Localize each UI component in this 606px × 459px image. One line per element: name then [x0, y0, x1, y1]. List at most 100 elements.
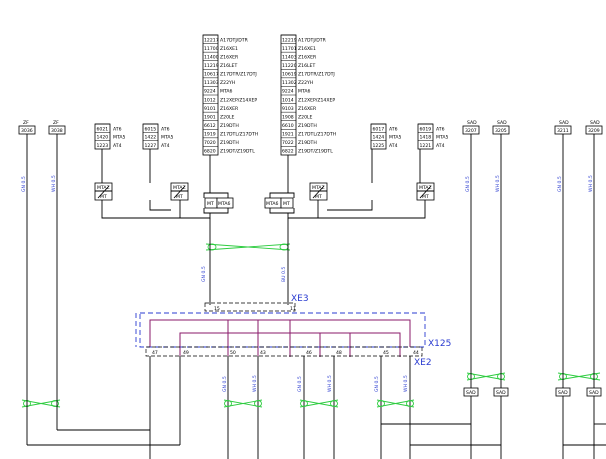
small-num: 1424 [373, 135, 385, 141]
stack-code: Z19DTH [298, 140, 317, 146]
top-wire-label-3: GN 0.5 [465, 176, 471, 192]
relay-4-label-top: MTAZ [419, 185, 432, 191]
relay-1-label-bottom: MT [100, 194, 107, 200]
bus-right [287, 200, 426, 219]
small-code: MTA5 [436, 135, 449, 141]
small-num: 1418 [420, 135, 432, 141]
stack-num: 11701 [282, 46, 297, 52]
stack-code: A17DTJ/DTR [220, 37, 249, 43]
stack-num: 11303 [204, 80, 219, 86]
stack-num: 1901 [204, 114, 216, 120]
relay-3: MTAZ MT [309, 182, 328, 201]
stack-num: 9224 [282, 89, 294, 95]
small-num: 1420 [97, 135, 109, 141]
stack-code: Z12XEP/Z14XEP [220, 97, 257, 103]
bottom-pins: 47 49 50 43 46 48 45 44 [152, 350, 419, 356]
wire-cl-a [203, 188, 211, 198]
stack-code: Z16XE1 [298, 46, 316, 52]
small-num: 6021 [97, 126, 109, 132]
stack-num: 9103 [282, 106, 294, 112]
pin-48: 48 [336, 350, 342, 356]
stack-num: 1921 [282, 132, 294, 138]
sad-bottom-3: SAD [555, 387, 571, 397]
stack-code: Z12XEP/Z14XEP [298, 97, 335, 103]
stack-code: Z16XER [298, 106, 317, 112]
stack-num: 1014 [282, 97, 294, 103]
relay-3-label-bottom: MT [315, 194, 322, 200]
wire-cl-b [210, 192, 229, 198]
pin-47: 47 [152, 350, 158, 356]
small-num: 6019 [420, 126, 432, 132]
stack-code: MTA6 [298, 89, 311, 95]
pur-1 [149, 319, 259, 357]
sad-bottom-label-3: SAD [558, 390, 568, 396]
relay-1-label-top: MTAZ [97, 185, 110, 191]
stack-num: 11302 [282, 80, 297, 86]
bus-g3 [327, 200, 373, 211]
stack-num: 12219 [282, 37, 297, 43]
pin-50: 50 [230, 350, 236, 356]
stack-num: 6820 [204, 149, 216, 155]
stack-num: 9224 [204, 89, 216, 95]
bottom-label-2: WH 0.5 [252, 375, 258, 392]
top-terminal-num: 3209 [588, 128, 600, 134]
small-code: MTA5 [161, 135, 174, 141]
stack-num: 12217 [204, 37, 219, 43]
small-code: AT4 [161, 143, 170, 149]
top-terminal-label: ZF [53, 120, 59, 126]
small-code: MTA5 [389, 135, 402, 141]
relay-4: MTAZ MT [416, 182, 435, 201]
stack-code: Z19DTH [298, 123, 317, 129]
small-code: AT6 [161, 126, 170, 132]
top-wire-label-1: GN 0.5 [21, 176, 27, 192]
top-terminal-label: SAD [497, 120, 507, 126]
top-terminal-num: 3211 [557, 128, 569, 134]
stack-code: Z20LE [220, 114, 235, 120]
top-terminal-num: 3207 [465, 128, 477, 134]
stack-num: 6612 [204, 123, 216, 129]
center-right-mt: MT [283, 201, 290, 207]
small-num: 1223 [97, 143, 109, 149]
stack-code: Z19DT/Z19DTL [220, 149, 255, 155]
top-wire-label-4: WH 0.5 [495, 175, 501, 192]
stack-code: Z16XE1 [220, 46, 238, 52]
small-num: 6015 [145, 126, 157, 132]
stack-code: Z22YH [220, 80, 235, 86]
stack-code: Z19DTH [220, 140, 239, 146]
top-wire-label-2: WH 0.5 [51, 175, 57, 192]
small-num: 1221 [420, 143, 432, 149]
stack-num: 11219 [204, 63, 219, 69]
center-wire-label-left: GN 0.5 [201, 266, 207, 282]
bottom-label-6: WH 0.5 [403, 375, 409, 392]
twist-center [205, 243, 291, 251]
stack-num: 6822 [282, 149, 294, 155]
bus-left [101, 200, 211, 219]
top-terminal-label: ZF [23, 120, 29, 126]
stack-num: 9101 [204, 106, 216, 112]
stack-code: Z16XER [298, 54, 317, 60]
xe2-label: XE2 [414, 358, 432, 368]
xe2-connector [145, 346, 423, 357]
stack-num: 11220 [282, 63, 297, 69]
pur-4 [350, 332, 401, 357]
relay-2: MTAZ MT [170, 182, 189, 201]
sad-bottom-4: SAD [586, 387, 602, 397]
sad-bottom-1: SAD [463, 387, 479, 397]
pin-46: 46 [306, 350, 312, 356]
small-code: AT6 [389, 126, 398, 132]
relay-2-label-bottom: MT [176, 194, 183, 200]
stack-num: 6610 [282, 123, 294, 129]
stack-num: 11400 [204, 54, 219, 60]
relay-2-label-top: MTAZ [173, 185, 186, 191]
center-block-left: MT MTA6 [204, 197, 234, 209]
stack-num: 1908 [282, 114, 294, 120]
